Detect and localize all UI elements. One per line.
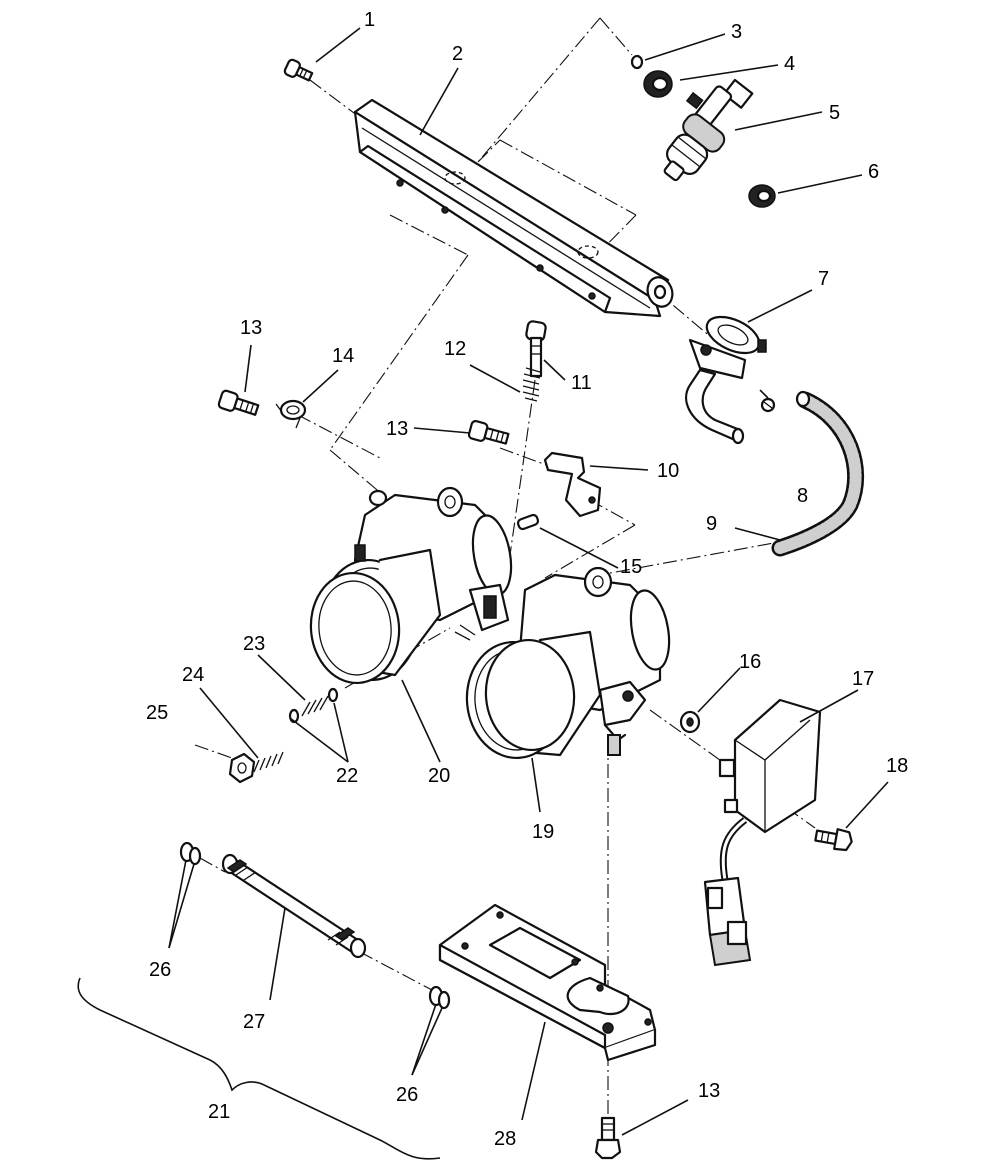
bolt-part-13-left bbox=[217, 389, 260, 416]
callout-19: 19 bbox=[532, 821, 554, 843]
callout-26-right: 26 bbox=[396, 1084, 418, 1106]
spring-part-12 bbox=[522, 367, 541, 402]
screw-part-11 bbox=[525, 320, 547, 378]
washer-part-16 bbox=[679, 710, 701, 734]
callout-23: 23 bbox=[243, 633, 265, 655]
callout-2: 2 bbox=[452, 43, 463, 65]
screw-part-8 bbox=[759, 389, 776, 413]
callout-labels: 1 2 3 4 5 6 7 8 9 10 11 12 13 13 13 14 1… bbox=[146, 9, 908, 1150]
throttle-body-part-19 bbox=[465, 566, 671, 760]
spring-part-23 bbox=[301, 695, 329, 717]
mounting-bracket-part-28 bbox=[438, 903, 657, 1062]
vacuum-hose-part-9 bbox=[771, 390, 865, 557]
clip-part-26-right bbox=[428, 985, 451, 1010]
callout-6: 6 bbox=[868, 161, 879, 183]
callout-24: 24 bbox=[182, 664, 204, 686]
grommet-part-6 bbox=[748, 184, 776, 208]
sensor-connector bbox=[703, 876, 752, 967]
callout-13-left: 13 bbox=[240, 317, 262, 339]
callout-13-middle: 13 bbox=[386, 418, 408, 440]
callout-3: 3 bbox=[731, 21, 742, 43]
callout-14: 14 bbox=[332, 345, 354, 367]
callout-25: 25 bbox=[146, 702, 168, 724]
callout-18: 18 bbox=[886, 755, 908, 777]
grommet-part-4 bbox=[643, 70, 673, 98]
callout-leader-lines bbox=[168, 27, 889, 1136]
callout-16: 16 bbox=[739, 651, 761, 673]
sensor-part-17 bbox=[718, 698, 822, 881]
callout-26-left: 26 bbox=[149, 959, 171, 981]
throttle-body-part-20 bbox=[309, 486, 513, 685]
fuel-injector-part-5 bbox=[663, 78, 754, 182]
screw-part-1 bbox=[283, 58, 314, 82]
callout-27: 27 bbox=[243, 1011, 265, 1033]
throttle-linkage bbox=[454, 583, 510, 641]
clamp-part-14 bbox=[275, 399, 307, 429]
pin-part-15 bbox=[516, 513, 540, 531]
callout-28: 28 bbox=[494, 1128, 516, 1150]
callout-5: 5 bbox=[829, 102, 840, 124]
fuel-rail-part-2 bbox=[353, 98, 674, 318]
callout-1: 1 bbox=[364, 9, 375, 31]
callout-7: 7 bbox=[818, 268, 829, 290]
callout-4: 4 bbox=[784, 53, 795, 75]
o-ring-part-3 bbox=[630, 54, 644, 70]
callout-20: 20 bbox=[428, 765, 450, 787]
callout-15: 15 bbox=[620, 556, 642, 578]
pressure-regulator-part-7 bbox=[685, 315, 767, 445]
callout-9: 9 bbox=[706, 513, 717, 535]
screw-part-18 bbox=[814, 828, 853, 852]
bolt-part-13-bottom bbox=[594, 1116, 622, 1160]
kit-brace-21 bbox=[77, 977, 441, 1160]
callout-13-bottom: 13 bbox=[698, 1080, 720, 1102]
callout-11: 11 bbox=[571, 372, 592, 394]
screw-part-24 bbox=[253, 751, 284, 773]
callout-10: 10 bbox=[657, 460, 679, 482]
bolt-part-13-middle bbox=[467, 419, 510, 445]
callout-17: 17 bbox=[852, 668, 874, 690]
bracket-part-10 bbox=[543, 451, 602, 518]
callout-8: 8 bbox=[797, 485, 808, 507]
shaft-part-27 bbox=[221, 853, 367, 959]
callout-22: 22 bbox=[336, 765, 358, 787]
nut-part-25 bbox=[228, 752, 256, 784]
clip-part-26-left bbox=[179, 841, 202, 866]
callout-12: 12 bbox=[444, 338, 466, 360]
callout-21: 21 bbox=[208, 1101, 230, 1123]
